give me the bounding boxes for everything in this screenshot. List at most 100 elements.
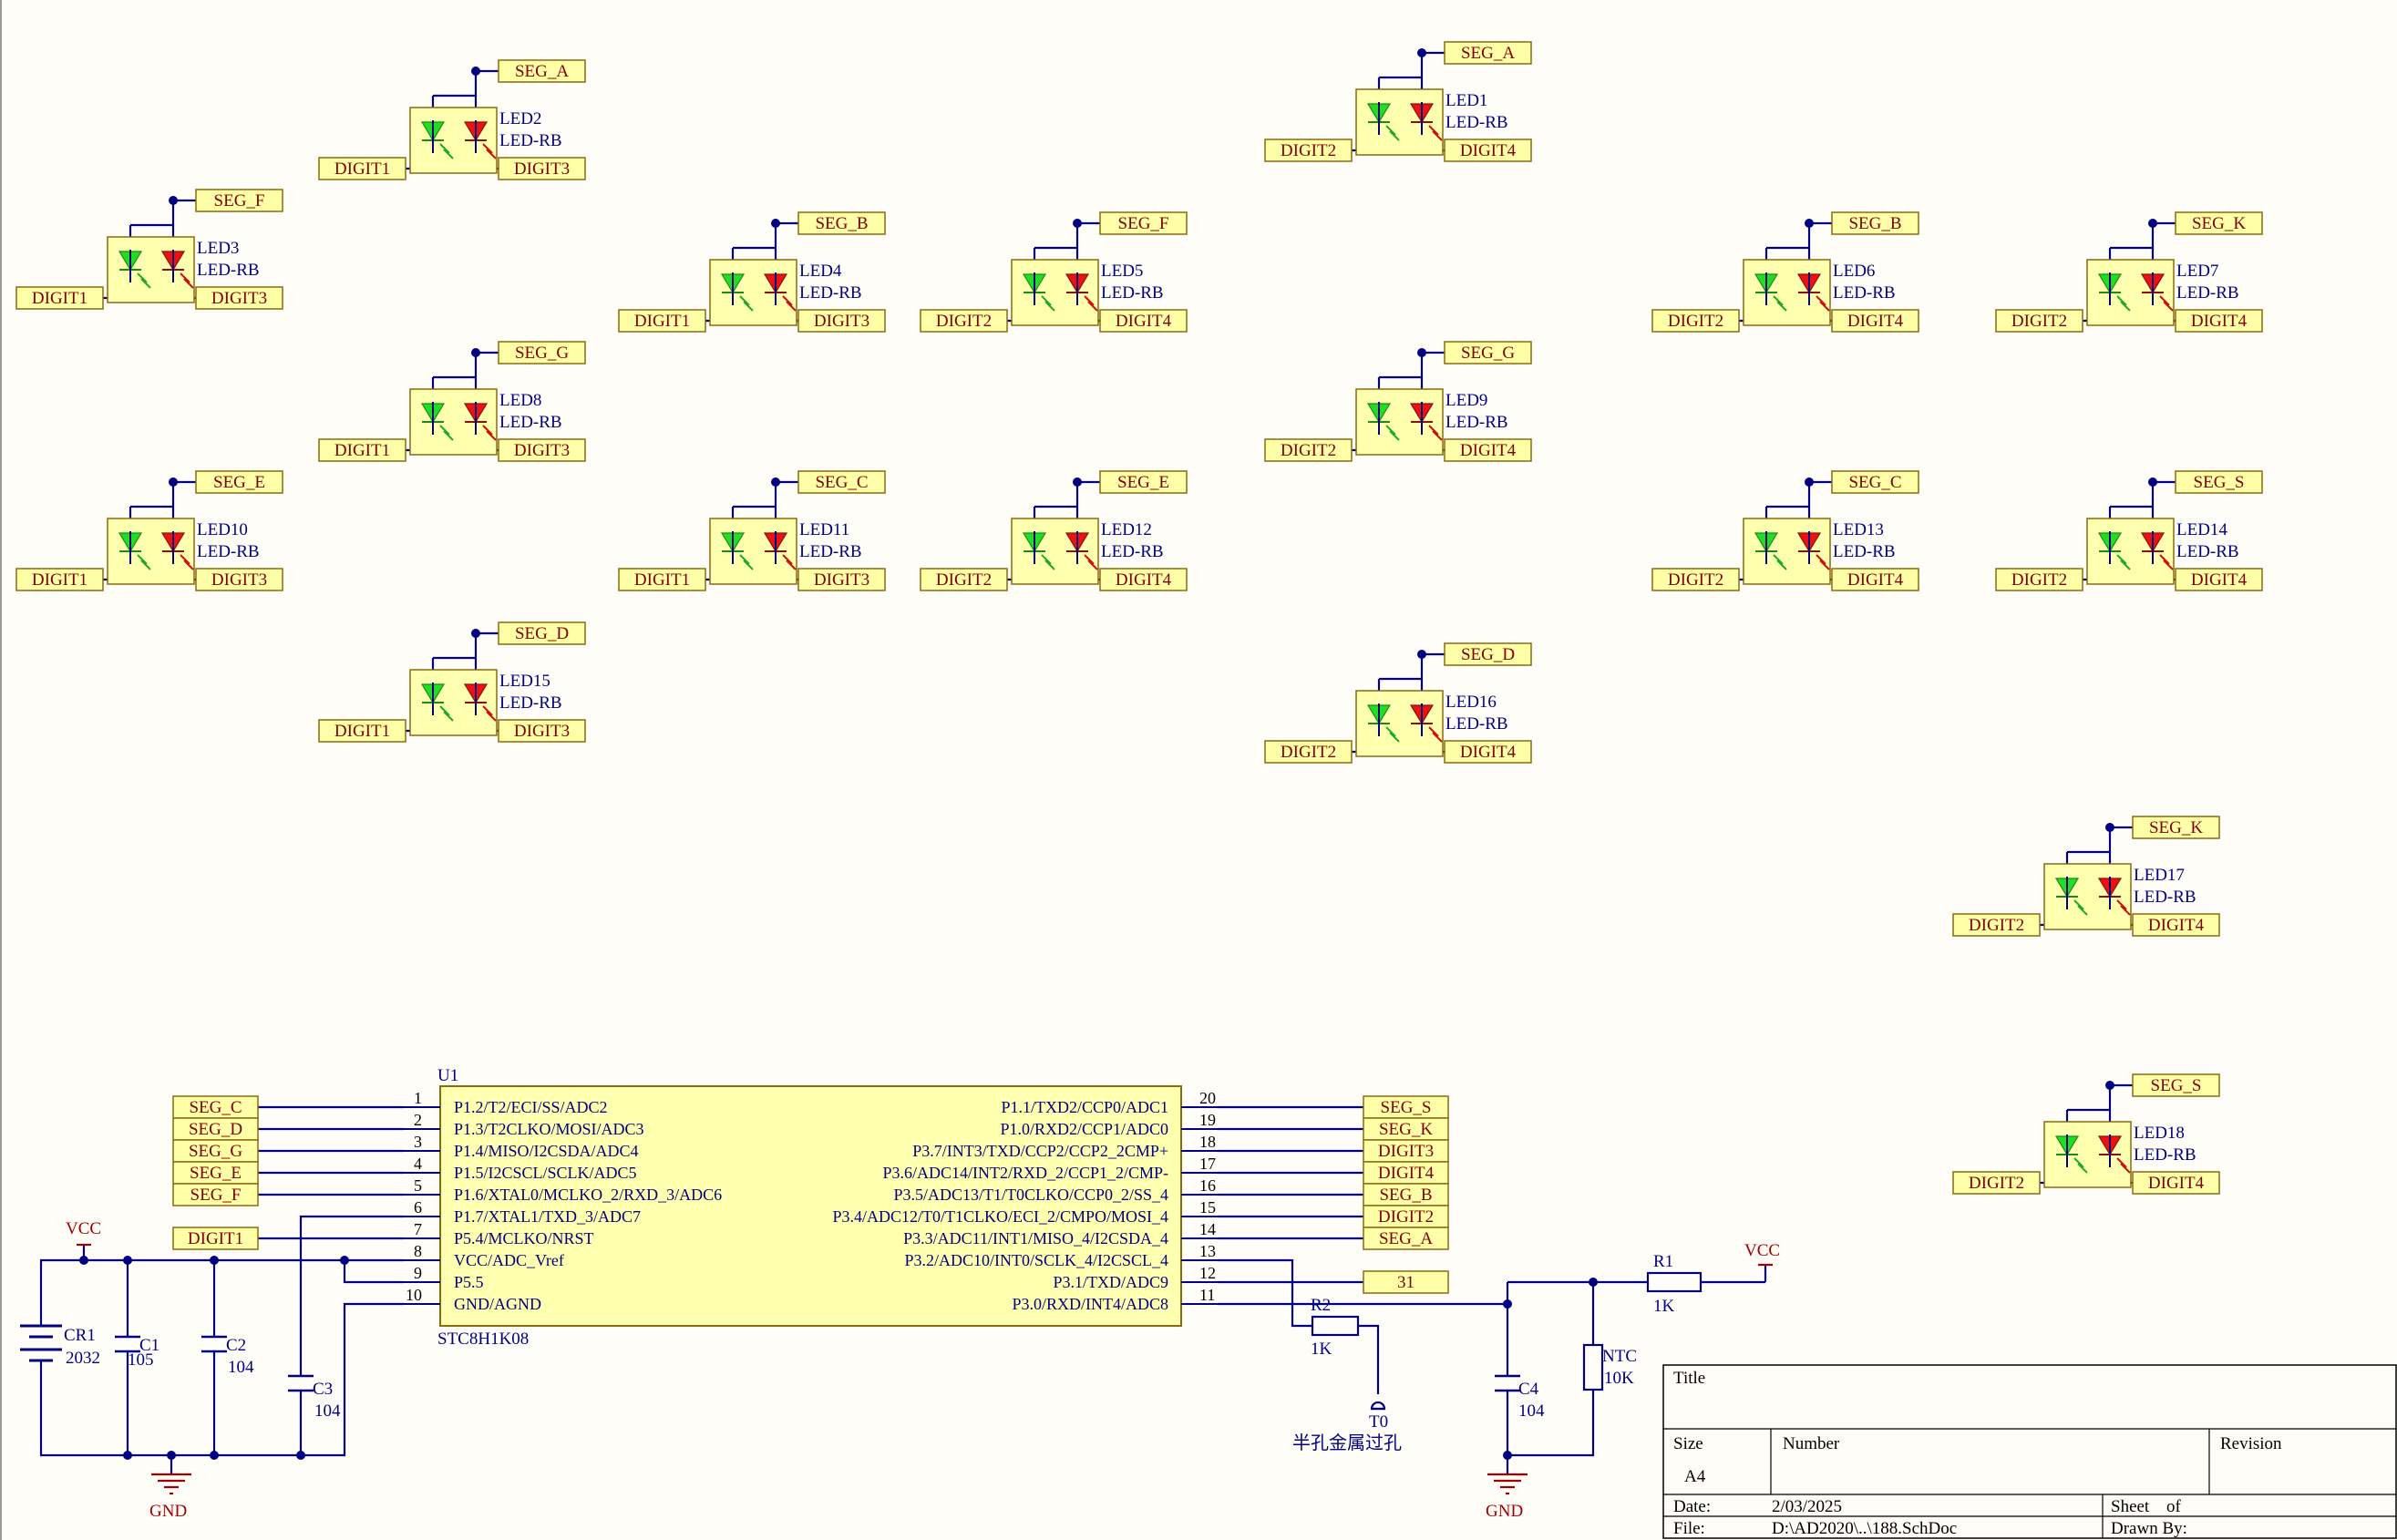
mcu-body [439, 1085, 1182, 1327]
net-port-digit: DIGIT2 [936, 570, 992, 590]
net-port-digit: DIGIT3 [211, 289, 267, 308]
pin-number: 19 [1199, 1111, 1216, 1129]
net-port: SEG_G [189, 1142, 242, 1161]
net-port-seg: SEG_C [815, 473, 868, 492]
led-ref: LED17 [2134, 866, 2185, 885]
size-value: A4 [1684, 1467, 1706, 1486]
net-port-digit: DIGIT4 [2148, 916, 2205, 935]
net-port-digit: DIGIT4 [1460, 141, 1517, 160]
pin-name: P1.5/I2CSCL/SCLK/ADC5 [454, 1164, 637, 1182]
pin-name: VCC/ADC_Vref [454, 1251, 564, 1269]
thermistor-ntc [1582, 1343, 1604, 1391]
net-port-digit: DIGIT2 [1281, 441, 1336, 460]
t0-value: 半孔金属过孔 [1292, 1432, 1402, 1453]
net-port: DIGIT3 [1378, 1142, 1434, 1161]
led-ref: LED7 [2176, 262, 2218, 281]
pin-name: P1.1/TXD2/CCP0/ADC1 [1001, 1098, 1168, 1116]
led-ref: LED10 [197, 520, 248, 539]
led-ref: LED1 [1445, 91, 1487, 110]
net-port-digit: DIGIT2 [1281, 141, 1336, 160]
led-ref: LED5 [1101, 262, 1143, 281]
date-label: Date: [1673, 1497, 1711, 1516]
pin-name: P3.5/ADC13/T1/T0CLKO/CCP0_2/SS_4 [893, 1186, 1168, 1204]
net-port-digit: DIGIT1 [334, 722, 390, 741]
led-value: LED-RB [499, 413, 562, 432]
led-value: LED-RB [1445, 113, 1508, 132]
net-port-seg: SEG_E [1117, 473, 1169, 492]
led-ref: LED2 [499, 109, 541, 128]
t0-ref: T0 [1369, 1412, 1388, 1432]
net-port-digit: DIGIT3 [514, 159, 570, 179]
net-port: DIGIT4 [1378, 1164, 1435, 1183]
net-port-digit: DIGIT2 [1969, 916, 2024, 935]
net-port-digit: DIGIT4 [1847, 570, 1904, 590]
net-port: DIGIT1 [188, 1229, 243, 1248]
gnd-label-left: GND [149, 1502, 187, 1521]
net-port-seg: SEG_G [1461, 344, 1515, 363]
net-port: 31 [1397, 1273, 1415, 1292]
net-port-digit: DIGIT2 [1281, 743, 1336, 762]
led-value: LED-RB [1101, 283, 1164, 303]
led-value: LED-RB [1833, 283, 1896, 303]
mcu-pin-right: 17P3.6/ADC14/INT2/RXD_2/CCP1_2/CMP-DIGIT… [882, 1155, 1449, 1185]
drawn-by-label: Drawn By: [2111, 1519, 2187, 1538]
pin-number: 17 [1199, 1155, 1216, 1173]
net-port-seg: SEG_E [213, 473, 265, 492]
c1-value: 105 [128, 1350, 154, 1370]
pin-name: P3.4/ADC12/T0/T1CLKO/ECI_2/CMPO/MOSI_4 [832, 1207, 1168, 1226]
net-port-digit: DIGIT2 [1668, 570, 1723, 590]
net-port-digit: DIGIT4 [1116, 570, 1172, 590]
net-port-digit: DIGIT4 [1847, 312, 1904, 331]
pin-number: 4 [414, 1155, 422, 1173]
led-value: LED-RB [197, 261, 260, 280]
net-port-seg: SEG_D [1461, 645, 1515, 664]
net-port-digit: DIGIT2 [936, 312, 992, 331]
led-value: LED-RB [2176, 283, 2239, 303]
led-value: LED-RB [197, 542, 260, 561]
ntc-value: 10K [1604, 1369, 1634, 1388]
led-ref: LED14 [2176, 520, 2227, 539]
led-value: LED-RB [2134, 1145, 2196, 1165]
net-port-digit: DIGIT3 [814, 312, 869, 331]
junctions [79, 1256, 1598, 1460]
revision-label: Revision [2220, 1434, 2282, 1453]
led-ref: LED6 [1833, 262, 1875, 281]
net-port-seg: SEG_S [2194, 473, 2245, 492]
net-port: SEG_K [1379, 1120, 1433, 1139]
cr1-value: 2032 [66, 1349, 100, 1368]
net-port-seg: SEG_F [214, 191, 265, 210]
vcc-symbol-right: VCC [1744, 1241, 1780, 1267]
net-port-digit: DIGIT1 [32, 570, 87, 590]
led-value: LED-RB [799, 283, 862, 303]
net-port-digit: DIGIT3 [814, 570, 869, 590]
net-port-seg: SEG_S [2151, 1076, 2202, 1095]
pin-number: 7 [414, 1220, 422, 1238]
r2-ref: R2 [1311, 1296, 1331, 1315]
gnd-symbol-right [1487, 1473, 1528, 1495]
pin-name: P5.4/MCLKO/NRST [454, 1229, 594, 1247]
net-port-digit: DIGIT4 [1460, 743, 1517, 762]
led-ref: LED16 [1445, 693, 1497, 712]
net-port-digit: DIGIT1 [32, 289, 87, 308]
pin-number: 2 [414, 1111, 422, 1129]
net-port-seg: SEG_D [515, 624, 569, 643]
pin-number: 1 [414, 1089, 422, 1107]
capacitor-c3 [288, 1374, 314, 1392]
net-port-digit: DIGIT4 [2191, 312, 2248, 331]
net-port-seg: SEG_K [2149, 818, 2203, 837]
